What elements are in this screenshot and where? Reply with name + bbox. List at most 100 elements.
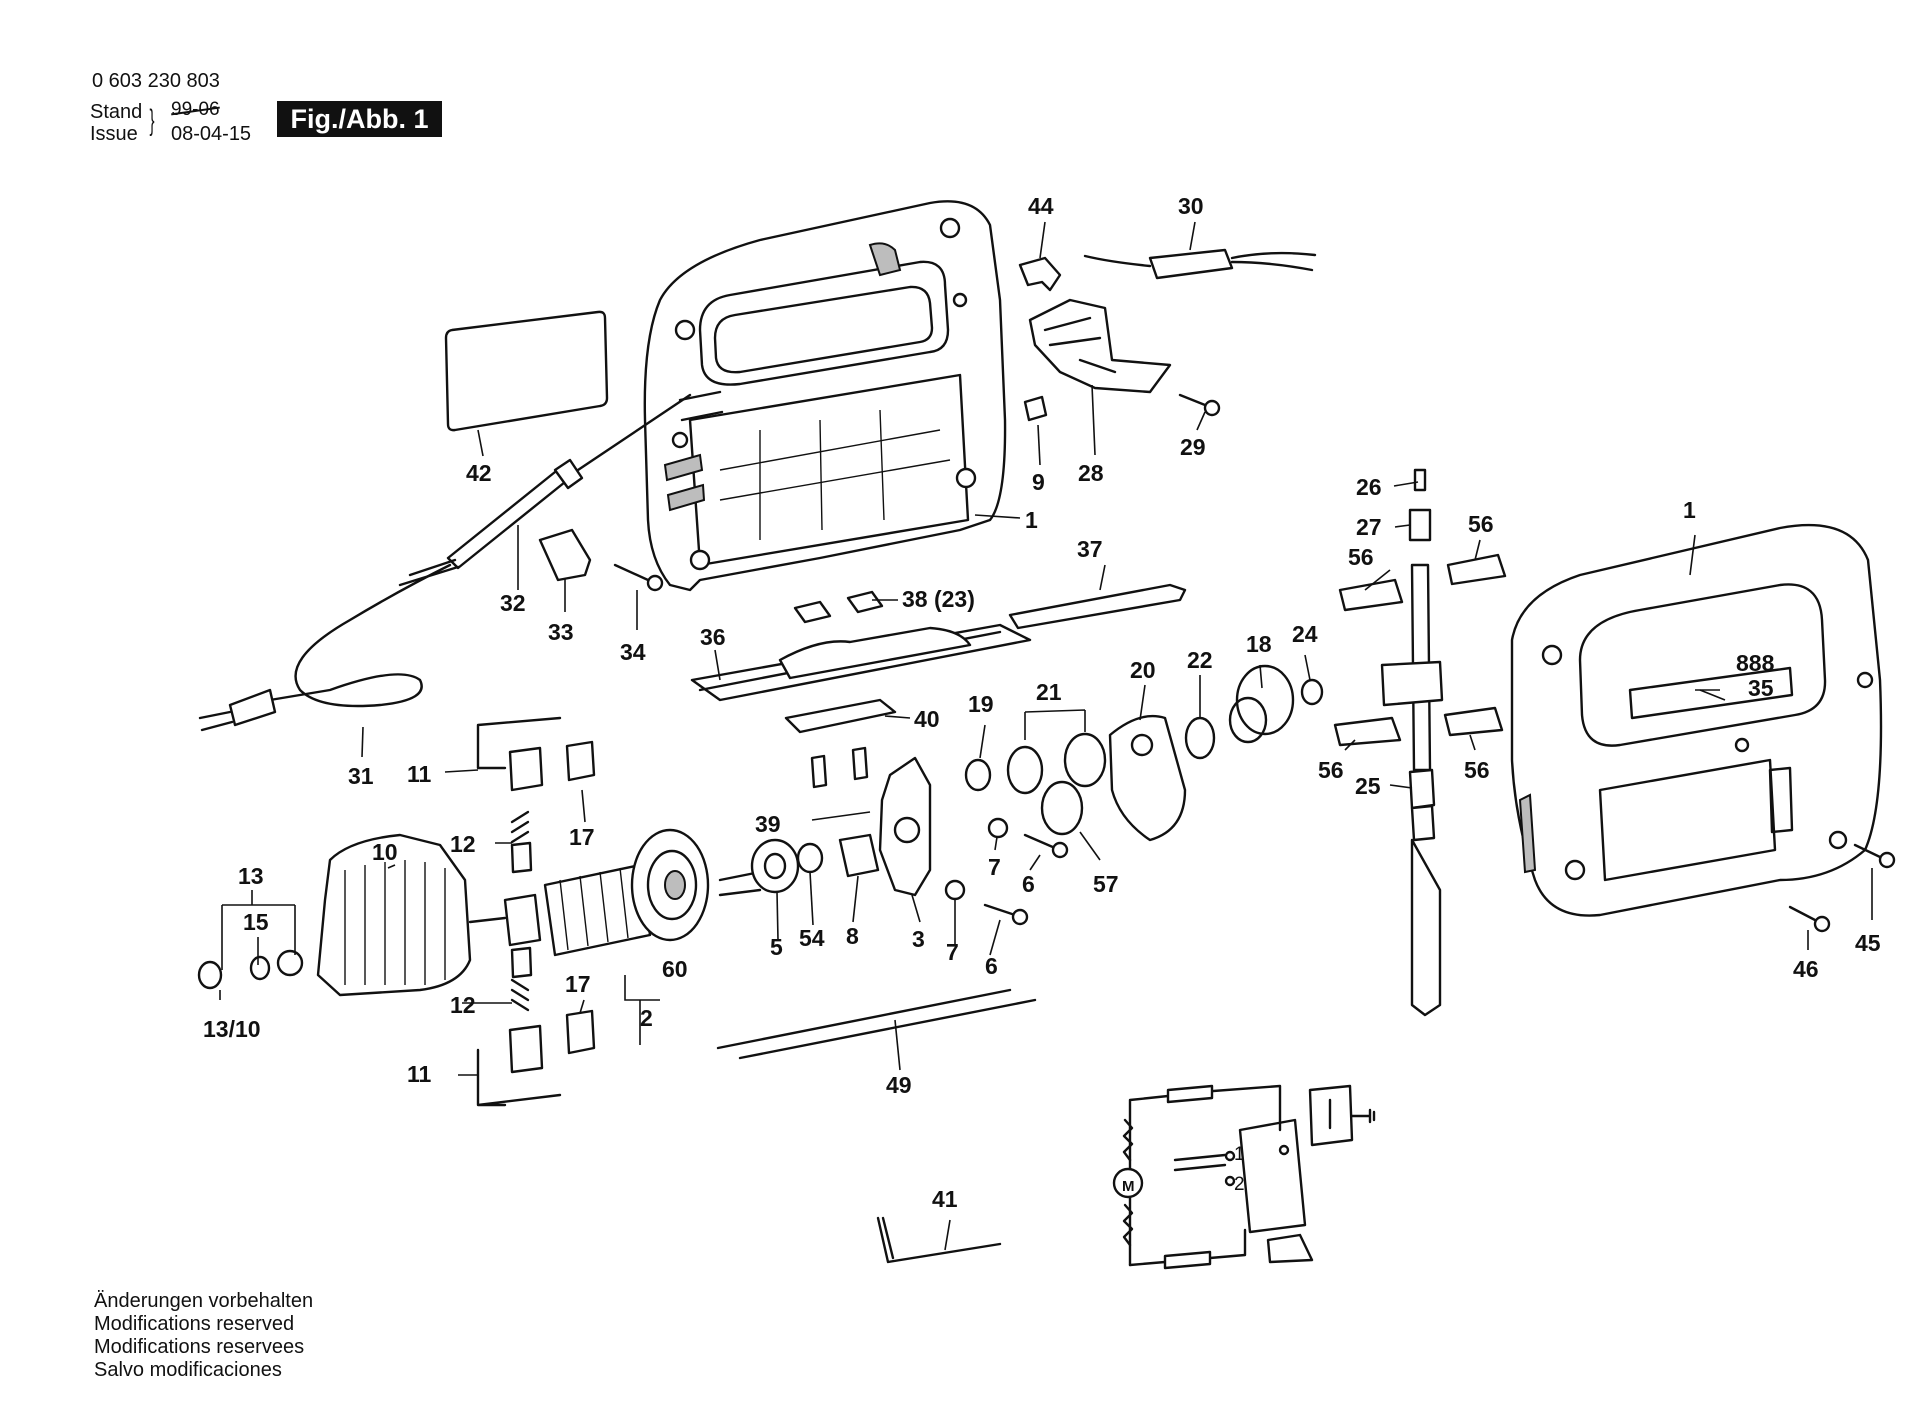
label-30: 30 (1178, 193, 1204, 219)
label-32: 32 (500, 590, 526, 616)
part-46-screw (1788, 905, 1831, 933)
part-34-screw (613, 563, 664, 592)
issue-date: 08-04-15 (171, 123, 252, 145)
label-18: 18 (1246, 631, 1272, 657)
part-37-guide-bar (1008, 583, 1187, 630)
notice-line-es: Salvo modificaciones (94, 1359, 282, 1381)
label-6-b: 6 (985, 953, 998, 979)
part-number: 0 603 230 803 (92, 70, 220, 92)
leader-lines (219, 221, 1873, 1251)
part-7-6-screws-bottom (944, 879, 1029, 926)
label-44: 44 (1028, 193, 1054, 219)
label-38: 38 (23) (902, 586, 975, 612)
part-1-housing-right (1510, 523, 1883, 917)
label-25: 25 (1355, 773, 1381, 799)
label-13-10: 13/10 (203, 1016, 261, 1042)
label-9: 9 (1032, 469, 1045, 495)
label-1-right: 1 (1683, 497, 1696, 523)
label-28: 28 (1078, 460, 1104, 486)
label-11-bottom: 11 (407, 1061, 432, 1087)
part-22-washer (1184, 716, 1216, 760)
label-49: 49 (886, 1072, 912, 1098)
label-12-top: 12 (450, 831, 476, 857)
label-3: 3 (912, 926, 925, 952)
part-18-gear (1228, 664, 1295, 744)
label-27: 27 (1356, 514, 1382, 540)
label-11-top: 11 (407, 761, 432, 787)
part-56-inserts (1333, 553, 1507, 747)
notice-line-de: Änderungen vorbehalten (94, 1290, 314, 1312)
label-26: 26 (1356, 474, 1382, 500)
label-17-bottom: 17 (565, 971, 591, 997)
part-41-hex-key (876, 1216, 1002, 1264)
label-42: 42 (466, 460, 492, 486)
wiring-schematic: M 1 2 (1112, 1084, 1376, 1270)
label-1-left: 1 (1025, 507, 1038, 533)
label-40: 40 (914, 706, 940, 732)
part-11-17-12-brush-set-top (476, 716, 596, 874)
part-7-6-screws-top (987, 817, 1069, 859)
label-12-bottom: 12 (450, 992, 476, 1018)
label-15: 15 (243, 909, 269, 935)
part-39-screws (810, 746, 871, 821)
modifications-notice: Änderungen vorbehalten Modifications res… (94, 1290, 313, 1382)
label-46: 46 (1793, 956, 1819, 982)
brace: } (149, 104, 155, 137)
label-60: 60 (662, 956, 688, 982)
label-41: 41 (932, 1186, 958, 1212)
part-38-nuts (793, 590, 884, 624)
part-9-pin (1023, 395, 1048, 422)
part-31-power-cable (198, 558, 460, 732)
issue-label: Issue (90, 123, 138, 145)
label-31: 31 (348, 763, 374, 789)
label-22: 22 (1187, 647, 1213, 673)
label-20: 20 (1130, 657, 1156, 683)
label-7-b: 7 (946, 939, 959, 965)
label-8: 8 (846, 923, 859, 949)
part-49-guide-rods (716, 988, 1037, 1060)
figure-badge: Fig./Abb. 1 (277, 101, 442, 137)
switch-2-label: 2 (1234, 1174, 1245, 1195)
label-39: 39 (755, 811, 781, 837)
part-26-27-25-plunger (1380, 468, 1444, 1017)
part-number-labels: 44 30 42 29 9 28 1 37 32 33 34 38 (23) 3… (203, 193, 1881, 1212)
part-40-clamp-plate (784, 698, 897, 734)
label-34: 34 (620, 639, 646, 665)
part-60-fan (624, 828, 710, 1045)
label-6-a: 6 (1022, 871, 1035, 897)
label-29: 29 (1180, 434, 1206, 460)
part-42-label-plate (444, 310, 609, 432)
label-56-d: 56 (1464, 757, 1490, 783)
label-45: 45 (1855, 930, 1881, 956)
label-35: 35 (1748, 675, 1774, 701)
label-37: 37 (1077, 536, 1103, 562)
part-30-capacitor (1083, 248, 1317, 280)
switch-1-label: 1 (1234, 1144, 1245, 1165)
label-56-c: 56 (1318, 757, 1344, 783)
label-17-top: 17 (569, 824, 595, 850)
label-2: 2 (640, 1005, 653, 1031)
stand-date-struck: 99-06 (171, 99, 220, 120)
label-24: 24 (1292, 621, 1318, 647)
part-3-gear-bracket (878, 756, 932, 897)
part-10-field-stator (316, 833, 472, 997)
label-56-b: 56 (1348, 544, 1374, 570)
label-13: 13 (238, 863, 264, 889)
part-11-17-12-brush-set-bottom (476, 946, 596, 1107)
label-36: 36 (700, 624, 726, 650)
part-33-strain-relief (538, 528, 592, 582)
label-7-a: 7 (988, 854, 1001, 880)
label-5: 5 (770, 934, 783, 960)
part-32-cable-sleeve (446, 393, 692, 570)
part-2-armature (468, 863, 762, 957)
label-21: 21 (1036, 679, 1062, 705)
part-45-screw (1853, 843, 1896, 869)
label-19: 19 (968, 691, 994, 717)
label-57: 57 (1093, 871, 1119, 897)
part-36-base-plate (690, 623, 1032, 702)
label-10: 10 (372, 839, 398, 865)
label-33: 33 (548, 619, 574, 645)
part-1-housing-left (643, 200, 1007, 592)
